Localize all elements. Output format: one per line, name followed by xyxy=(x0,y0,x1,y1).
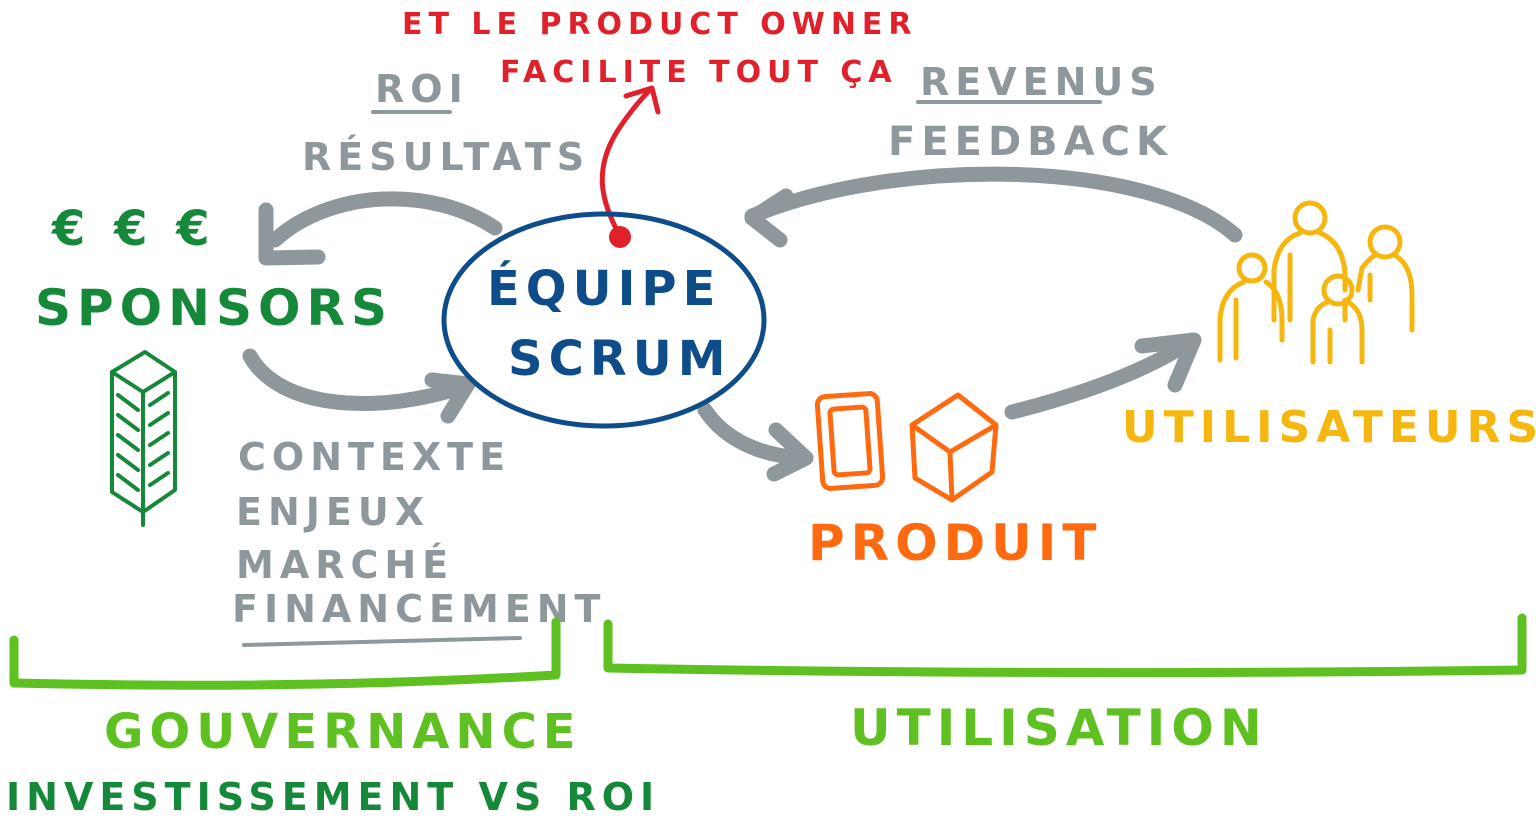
arrow-icon-users-to-team xyxy=(744,166,1243,243)
arrowhead-icon-users xyxy=(1134,332,1202,393)
arrow-icon-team-to-product xyxy=(697,402,808,466)
arrowhead-icon-sponsors xyxy=(258,202,326,266)
revenue-text: REVENUS xyxy=(920,60,1163,104)
arrowhead-icon-team xyxy=(424,372,476,424)
product: PRODUIT xyxy=(808,391,1102,572)
feedback-text: FEEDBACK xyxy=(888,119,1173,165)
annotation-line1: ET LE PRODUCT OWNER xyxy=(402,7,918,42)
governance-title: GOUVERNANCE xyxy=(104,704,582,760)
governance-section: GOUVERNANCE INVESTISSEMENT VS ROI xyxy=(6,617,660,819)
revenue-feedback-label: REVENUS FEEDBACK xyxy=(888,60,1173,165)
phone-icon xyxy=(814,391,886,491)
team-line2: SCRUM xyxy=(508,331,732,387)
roi-text: ROI xyxy=(375,67,469,111)
context-line1: CONTEXTE xyxy=(238,435,511,479)
users-label: UTILISATEURS xyxy=(1122,402,1536,453)
roi-results-label: ROI RÉSULTATS xyxy=(302,67,590,179)
team-line1: ÉQUIPE xyxy=(487,260,721,317)
results-text: RÉSULTATS xyxy=(302,135,590,179)
flow-arrows xyxy=(242,166,1243,482)
team-ellipse xyxy=(441,211,767,429)
governance-subtitle: INVESTISSEMENT VS ROI xyxy=(6,775,660,819)
usage-section: UTILISATION xyxy=(603,613,1527,757)
arrowhead-icon-team-right xyxy=(744,188,794,248)
annotation-arrowhead-icon xyxy=(623,85,661,115)
usage-bracket xyxy=(603,613,1527,678)
annotation-line2: FACILITE TOUT ÇA xyxy=(500,55,898,90)
context-labels: CONTEXTE ENJEUX MARCHÉ FINANCEMENT xyxy=(232,435,606,647)
arrow-icon-product-to-users xyxy=(1004,332,1200,420)
people-icon xyxy=(1217,200,1415,365)
sponsors: € € € SPONSORS xyxy=(35,201,393,527)
cube-icon xyxy=(909,392,999,503)
context-underline xyxy=(242,636,522,647)
money-symbols: € € € xyxy=(51,201,216,257)
scrum-team: ÉQUIPE SCRUM xyxy=(441,211,767,429)
users: UTILISATEURS xyxy=(1122,200,1536,453)
context-line3: MARCHÉ xyxy=(236,543,454,587)
sponsors-label: SPONSORS xyxy=(35,279,393,337)
arrow-icon-team-to-sponsors xyxy=(267,191,503,248)
context-line4: FINANCEMENT xyxy=(232,587,606,631)
governance-bracket xyxy=(9,617,561,690)
annotation: ET LE PRODUCT OWNER FACILITE TOUT ÇA xyxy=(402,7,918,248)
annotation-arrow-icon xyxy=(599,87,653,239)
context-line2: ENJEUX xyxy=(236,490,430,534)
product-label: PRODUIT xyxy=(808,514,1102,572)
arrow-icon-sponsors-to-team xyxy=(242,348,473,411)
building-icon xyxy=(110,350,177,527)
usage-title: UTILISATION xyxy=(850,699,1268,757)
arrowhead-icon-product xyxy=(766,422,814,482)
annotation-dot xyxy=(609,226,631,248)
